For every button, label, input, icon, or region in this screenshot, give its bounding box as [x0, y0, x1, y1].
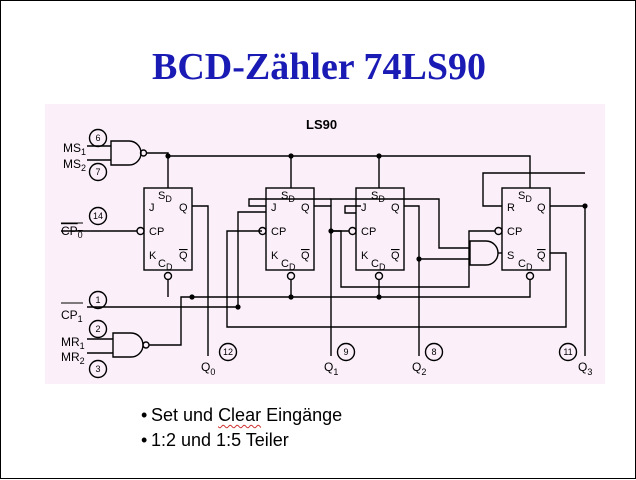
flipflop-pin-label: Q: [301, 202, 310, 214]
pin-3: 3: [95, 364, 100, 374]
label-mr2: MR2: [61, 350, 85, 366]
and-gate-ff4: [469, 240, 499, 266]
flipflop-pin-label: CD: [158, 258, 173, 272]
pin-9: 9: [343, 347, 348, 357]
label-ms2: MS2: [63, 157, 86, 173]
pin-14: 14: [93, 211, 103, 221]
flipflop-pin-label: Q: [537, 250, 546, 262]
label-ms1: MS1: [63, 141, 86, 157]
flipflop-pin-label: SD: [518, 190, 532, 204]
slide-title: BCD-Zähler 74LS90: [152, 46, 486, 88]
flipflop-pin-label: Q: [301, 250, 310, 262]
flipflop-pin-label: J: [149, 202, 155, 214]
pin-7: 7: [95, 167, 100, 177]
nand-gate-mr: [112, 332, 144, 358]
bullet-item: •Set und Clear Eingänge: [141, 405, 343, 425]
label-mr1: MR1: [61, 335, 85, 351]
flipflop-pin-label: CP: [507, 226, 522, 238]
flipflop-pin-label: CD: [371, 258, 386, 272]
pin-1: 1: [95, 295, 100, 305]
flipflop-pin-label: Q: [391, 202, 400, 214]
flipflop-pin-label: CD: [518, 258, 533, 272]
flipflop-pin-label: SD: [158, 190, 172, 204]
flipflop-pin-label: Q: [391, 250, 400, 262]
circuit-diagram-panel: [45, 104, 605, 384]
bullet-list: •Set und Clear Eingänge •1:2 und 1:5 Tei…: [141, 403, 342, 453]
pin-8: 8: [431, 347, 436, 357]
flipflop-pin-label: R: [507, 202, 515, 214]
flipflop-pin-label: S: [507, 250, 514, 262]
flipflop-pin-label: Q: [179, 202, 188, 214]
flipflop-pin-label: CP: [271, 226, 286, 238]
flipflop-pin-label: SD: [371, 190, 385, 204]
flipflop-pin-label: CP: [361, 226, 376, 238]
label-cp0: CP0: [61, 224, 83, 240]
flipflop-pin-label: K: [361, 250, 369, 262]
flipflop-pin-label: K: [271, 250, 279, 262]
nand-gate-ms: [110, 140, 142, 166]
label-q2: Q2: [412, 360, 426, 377]
bullet-item: •1:2 und 1:5 Teiler: [141, 430, 289, 450]
label-cp1: CP1: [61, 308, 83, 324]
pin-12: 12: [223, 347, 233, 357]
label-q0: Q0: [201, 360, 215, 377]
pin-11: 11: [563, 347, 572, 357]
flipflop-pin-label: CD: [281, 258, 296, 272]
chip-label: LS90: [306, 117, 337, 132]
flipflop-pin-label: CP: [149, 226, 164, 238]
flipflop-pin-label: Q: [537, 202, 546, 214]
label-q3: Q3: [578, 360, 592, 377]
flipflop-pin-label: SD: [281, 190, 295, 204]
flipflop-pin-label: J: [271, 202, 277, 214]
flipflop-pin-label: K: [149, 250, 157, 262]
label-q1: Q1: [324, 360, 338, 377]
flipflop-pin-label: Q: [179, 250, 188, 262]
pin-2: 2: [95, 324, 100, 334]
flipflop-pin-label: J: [361, 202, 367, 214]
pin-6: 6: [95, 133, 100, 143]
